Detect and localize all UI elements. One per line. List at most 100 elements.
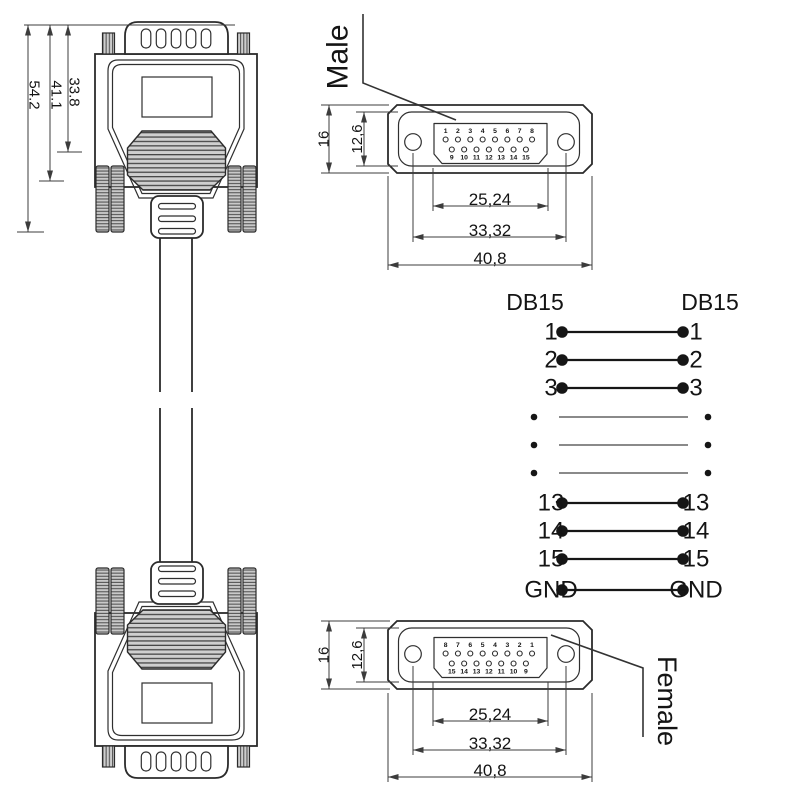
strain-relief bbox=[150, 195, 204, 239]
continuation-dot-right bbox=[704, 413, 712, 421]
pin-number: 6 bbox=[505, 128, 509, 135]
hood-grip-hatched bbox=[126, 130, 227, 191]
pin-contact bbox=[498, 660, 505, 667]
pin-label-left: 2 bbox=[544, 347, 557, 374]
dim-arrow bbox=[433, 203, 444, 209]
continuation-dot-right bbox=[704, 469, 712, 477]
male-leader-line bbox=[362, 14, 457, 121]
pin-number: 13 bbox=[497, 154, 505, 161]
pin-number: 9 bbox=[450, 154, 454, 161]
pin-number: 2 bbox=[456, 128, 460, 135]
thumbscrew-handle bbox=[242, 165, 257, 233]
male-dim-16: 16 bbox=[316, 131, 333, 148]
pin-label-right: 2 bbox=[689, 347, 702, 374]
dim-arrow bbox=[326, 105, 332, 116]
hood-window bbox=[141, 76, 213, 118]
pin-number: 7 bbox=[518, 128, 522, 135]
shell-hole bbox=[185, 28, 197, 49]
female-shell-inner bbox=[397, 627, 581, 683]
pin-number: 4 bbox=[493, 642, 497, 649]
pin-number: 8 bbox=[530, 128, 534, 135]
pin-number: 14 bbox=[510, 154, 518, 161]
cable-connector-hood bbox=[94, 21, 258, 239]
dim-arrow bbox=[581, 774, 592, 780]
shell-hole bbox=[155, 28, 167, 49]
wire-terminal-left bbox=[556, 382, 568, 394]
pin-contact bbox=[442, 136, 449, 143]
dim-arrow bbox=[326, 678, 332, 689]
pin-label-left: 1 bbox=[544, 319, 557, 346]
thumbscrew-post bbox=[101, 32, 116, 55]
female-mounting-hole-right bbox=[557, 645, 575, 663]
pin-number: 10 bbox=[460, 154, 468, 161]
continuation-dot-left bbox=[530, 469, 538, 477]
male-dim-25-24: 25,24 bbox=[469, 190, 512, 209]
pin-contact bbox=[504, 650, 511, 657]
pin-label-right: 13 bbox=[683, 490, 710, 517]
pin-contact bbox=[479, 650, 486, 657]
wire-terminal-right bbox=[677, 354, 689, 366]
dim-arrow bbox=[361, 112, 367, 123]
pin-label-left: 15 bbox=[538, 546, 565, 573]
pin-label-left: GND bbox=[524, 577, 577, 604]
pin-number: 6 bbox=[468, 642, 472, 649]
pin-number: 5 bbox=[481, 642, 485, 649]
pin-contact bbox=[491, 136, 499, 143]
pin-number: 5 bbox=[493, 128, 497, 135]
pin-number: 15 bbox=[522, 154, 530, 161]
male-label: Male bbox=[322, 24, 355, 89]
pin-contact bbox=[448, 660, 455, 667]
wire-terminal-right bbox=[677, 553, 689, 565]
pin-label-left: 3 bbox=[544, 375, 557, 402]
shell-hole bbox=[200, 28, 212, 49]
pin-number: 1 bbox=[444, 128, 448, 135]
continuation-dot-left bbox=[530, 441, 538, 449]
male-mounting-hole-left bbox=[404, 133, 422, 151]
dim-arrow bbox=[555, 234, 566, 240]
pin-label-right: 3 bbox=[689, 375, 702, 402]
pin-contact bbox=[510, 146, 517, 153]
shell-hole bbox=[170, 28, 182, 49]
dim-arrow bbox=[65, 141, 71, 152]
wiring-continuation-row bbox=[530, 413, 712, 421]
male-dim-12-6: 12,6 bbox=[349, 124, 366, 153]
dim-arrow bbox=[581, 262, 592, 268]
pin-number: 13 bbox=[473, 668, 481, 675]
wiring-continuation-row bbox=[530, 469, 712, 477]
male-shell-flange bbox=[387, 104, 593, 174]
female-shell-flange bbox=[387, 620, 593, 690]
pin-number: 12 bbox=[485, 154, 493, 161]
dim-label-shell-height: 33.8 bbox=[66, 77, 83, 106]
female-dim-16: 16 bbox=[316, 647, 333, 664]
female-leader-line bbox=[550, 634, 644, 737]
pin-contact bbox=[461, 146, 468, 153]
thumbscrew-handle bbox=[110, 165, 125, 233]
pin-label-right: 14 bbox=[683, 518, 710, 545]
pin-number: 11 bbox=[498, 668, 505, 675]
male-dim-33-32: 33,32 bbox=[469, 221, 512, 240]
thumbscrew-post bbox=[236, 32, 251, 55]
dim-arrow bbox=[25, 25, 31, 36]
pin-contact bbox=[442, 650, 449, 657]
pin-label-right: 1 bbox=[689, 319, 702, 346]
pin-contact bbox=[498, 146, 505, 153]
wire-terminal-left bbox=[556, 354, 568, 366]
continuation-dot-left bbox=[530, 413, 538, 421]
pin-label-right: 15 bbox=[683, 546, 710, 573]
wire-terminal-right bbox=[677, 382, 689, 394]
hood-inner-outline bbox=[107, 59, 245, 199]
female-dim-12-6: 12,6 bbox=[349, 640, 366, 669]
female-dim-25-24: 25,24 bbox=[469, 705, 512, 724]
pin-contact bbox=[516, 650, 523, 657]
wire-terminal-left bbox=[556, 584, 568, 596]
pin-number: 11 bbox=[473, 154, 480, 161]
wiring-continuation-row bbox=[530, 441, 712, 449]
pin-contact bbox=[522, 660, 529, 667]
male-mounting-hole-right bbox=[557, 133, 575, 151]
dim-arrow bbox=[361, 671, 367, 682]
